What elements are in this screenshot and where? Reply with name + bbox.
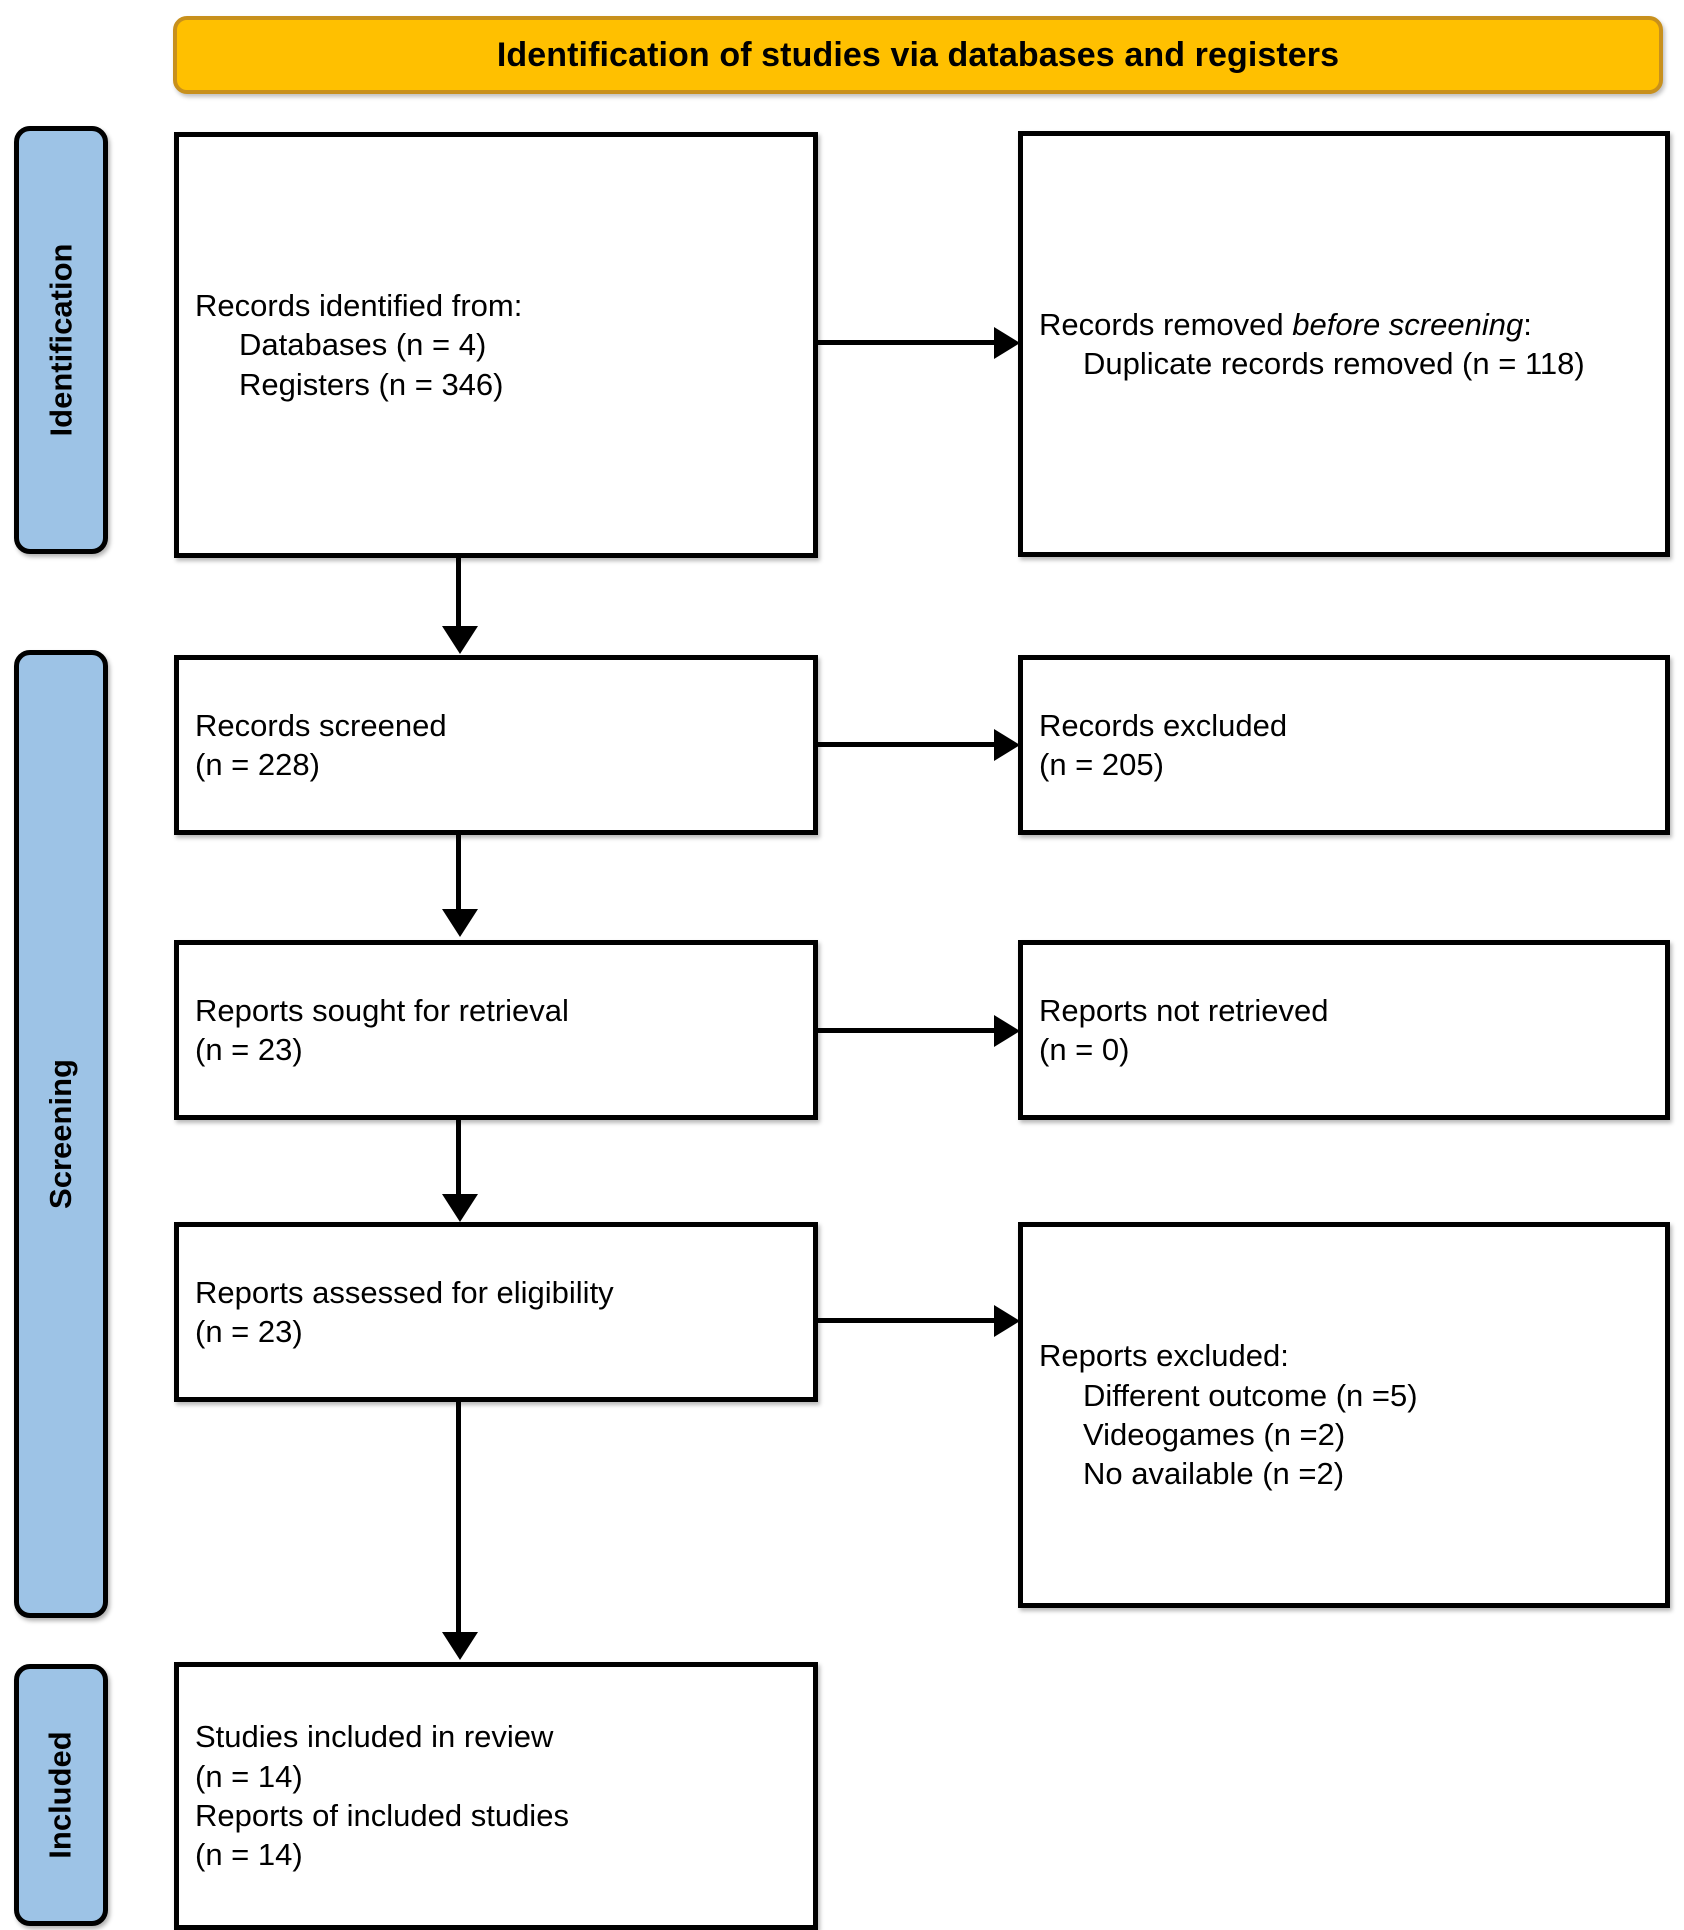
connector-screened-to-sought (456, 833, 461, 911)
box-records-identified: Records identified from: Databases (n = … (174, 132, 818, 558)
records-screened-label: Records screened (195, 707, 447, 743)
box-records-excluded-text: Records excluded (n = 205) (1023, 706, 1665, 785)
arrow-right-icon (994, 1305, 1020, 1337)
reports-not-retrieved-label: Reports not retrieved (1039, 992, 1329, 1028)
box-records-screened-text: Records screened (n = 228) (179, 706, 813, 785)
stage-bar-identification: Identification (14, 126, 108, 554)
diagram-header-banner: Identification of studies via databases … (173, 16, 1663, 94)
records-removed-colon: : (1523, 306, 1532, 342)
box-reports-not-retrieved-text: Reports not retrieved (n = 0) (1023, 991, 1665, 1070)
box-records-removed-text: Records removed before screening: Duplic… (1023, 305, 1665, 384)
box-records-identified-text: Records identified from: Databases (n = … (179, 286, 813, 404)
records-identified-registers: Registers (n = 346) (239, 366, 504, 402)
reports-not-retrieved-count: (n = 0) (1039, 1032, 1130, 1067)
box-reports-assessed-for-eligibility: Reports assessed for eligibility (n = 23… (174, 1222, 818, 1402)
studies-included-count: (n = 14) (195, 1758, 303, 1794)
stage-bar-included: Included (14, 1664, 108, 1926)
duplicate-records-removed: Duplicate records removed (n = 118) (1083, 346, 1585, 381)
reports-excluded-label: Reports excluded: (1039, 1338, 1289, 1374)
connector-assessed-to-reports-excluded (818, 1318, 996, 1323)
box-reports-sought-text: Reports sought for retrieval (n = 23) (179, 991, 813, 1070)
arrow-right-icon (994, 327, 1020, 359)
records-removed-prefix: Records removed (1039, 306, 1293, 342)
reports-assessed-label: Reports assessed for eligibility (195, 1274, 614, 1310)
diagram-title: Identification of studies via databases … (496, 35, 1340, 74)
reports-of-included-studies-count: (n = 14) (195, 1837, 303, 1873)
box-reports-excluded: Reports excluded: Different outcome (n =… (1018, 1222, 1670, 1608)
connector-screened-to-records-excluded (818, 742, 996, 747)
box-reports-assessed-text: Reports assessed for eligibility (n = 23… (179, 1273, 813, 1352)
records-removed-italic: before screening (1292, 306, 1524, 342)
arrow-right-icon (994, 1015, 1020, 1047)
records-excluded-label: Records excluded (1039, 707, 1288, 743)
reports-excluded-reason-different-outcome: Different outcome (n =5) (1083, 1377, 1418, 1413)
connector-sought-to-assessed (456, 1118, 461, 1196)
records-screened-count: (n = 228) (195, 747, 320, 782)
stage-label-screening: Screening (43, 1059, 79, 1209)
records-excluded-count: (n = 205) (1039, 747, 1164, 782)
box-reports-sought-for-retrieval: Reports sought for retrieval (n = 23) (174, 940, 818, 1120)
reports-sought-label: Reports sought for retrieval (195, 992, 569, 1028)
reports-of-included-studies-label: Reports of included studies (195, 1798, 569, 1833)
connector-assessed-to-included (456, 1400, 461, 1634)
arrow-down-icon (442, 1632, 478, 1660)
box-records-screened: Records screened (n = 228) (174, 655, 818, 835)
stage-label-identification: Identification (43, 243, 79, 437)
reports-sought-count: (n = 23) (195, 1032, 303, 1067)
connector-sought-to-not-retrieved (818, 1028, 996, 1033)
stage-label-included: Included (43, 1731, 79, 1859)
arrow-down-icon (442, 1194, 478, 1222)
arrow-right-icon (994, 729, 1020, 761)
box-reports-not-retrieved: Reports not retrieved (n = 0) (1018, 940, 1670, 1120)
box-studies-included-text: Studies included in review (n = 14) Repo… (179, 1717, 813, 1874)
arrow-down-icon (442, 626, 478, 654)
connector-identified-to-removed (818, 340, 996, 345)
box-records-removed-before-screening: Records removed before screening: Duplic… (1018, 131, 1670, 557)
box-studies-included: Studies included in review (n = 14) Repo… (174, 1662, 818, 1930)
arrow-down-icon (442, 909, 478, 937)
stage-bar-screening: Screening (14, 650, 108, 1618)
reports-assessed-count: (n = 23) (195, 1314, 303, 1349)
studies-included-label: Studies included in review (195, 1719, 554, 1755)
records-identified-line1: Records identified from: (195, 287, 523, 323)
box-records-excluded: Records excluded (n = 205) (1018, 655, 1670, 835)
reports-excluded-reason-no-available: No available (n =2) (1083, 1456, 1345, 1492)
reports-excluded-reason-videogames: Videogames (n =2) (1083, 1417, 1346, 1452)
records-identified-databases: Databases (n = 4) (239, 327, 487, 363)
box-reports-excluded-text: Reports excluded: Different outcome (n =… (1023, 1336, 1665, 1493)
connector-identified-to-screened (456, 556, 461, 632)
